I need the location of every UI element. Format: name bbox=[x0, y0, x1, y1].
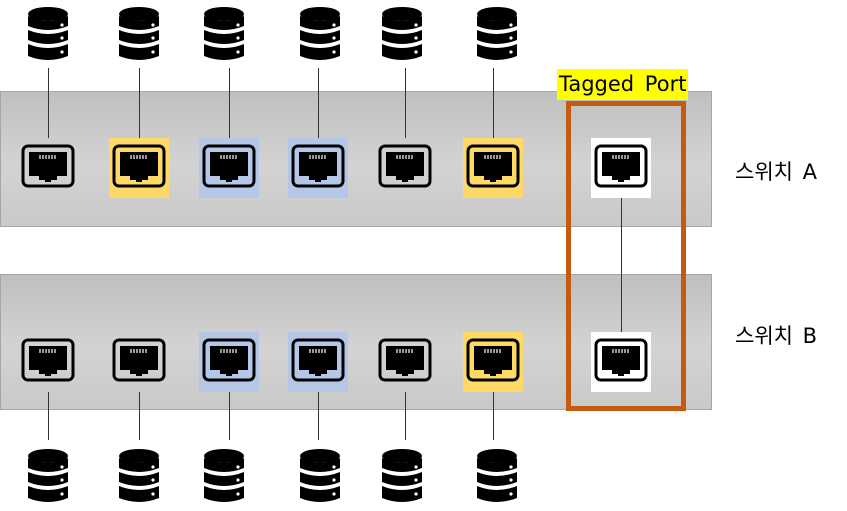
switch-b-port-1[interactable] bbox=[18, 332, 78, 392]
ethernet-port-icon bbox=[291, 144, 345, 192]
ethernet-port-icon bbox=[378, 338, 432, 386]
tagged-port-highlight-box bbox=[566, 101, 686, 411]
switch-a-port-2[interactable] bbox=[109, 138, 169, 198]
switch-b-port-4[interactable] bbox=[288, 332, 348, 392]
database-server-icon bbox=[118, 6, 160, 64]
ethernet-port-icon bbox=[112, 338, 166, 386]
database-server-icon bbox=[299, 448, 341, 506]
database-server-icon bbox=[381, 448, 423, 506]
switch-b-label: 스위치 B bbox=[735, 324, 818, 348]
ethernet-port-icon bbox=[112, 144, 166, 192]
trunk-link-line bbox=[621, 198, 622, 332]
switch-b-port-5[interactable] bbox=[375, 332, 435, 392]
switch-b-port-2[interactable] bbox=[109, 332, 169, 392]
database-server-icon bbox=[203, 448, 245, 506]
ethernet-port-icon bbox=[466, 338, 520, 386]
switch-a-label: 스위치 A bbox=[735, 160, 818, 184]
switch-b-port-6[interactable] bbox=[463, 332, 523, 392]
ethernet-port-icon bbox=[378, 144, 432, 192]
database-server-icon bbox=[27, 448, 69, 506]
database-server-icon bbox=[118, 448, 160, 506]
database-server-icon bbox=[381, 6, 423, 64]
database-server-icon bbox=[27, 6, 69, 64]
cable-line bbox=[139, 392, 140, 440]
cable-line bbox=[318, 68, 319, 138]
switch-b-port-3[interactable] bbox=[199, 332, 259, 392]
cable-line bbox=[405, 68, 406, 138]
switch-b-tagged-port[interactable] bbox=[591, 332, 651, 392]
cable-line bbox=[229, 392, 230, 440]
switch-a-port-4[interactable] bbox=[288, 138, 348, 198]
cable-line bbox=[318, 392, 319, 440]
database-server-icon bbox=[476, 6, 518, 64]
database-server-icon bbox=[203, 6, 245, 64]
cable-line bbox=[48, 392, 49, 440]
tagged-port-label: Tagged Port bbox=[557, 69, 689, 100]
ethernet-port-icon bbox=[21, 144, 75, 192]
cable-line bbox=[493, 392, 494, 440]
switch-a-port-5[interactable] bbox=[375, 138, 435, 198]
database-server-icon bbox=[476, 448, 518, 506]
ethernet-port-icon bbox=[466, 144, 520, 192]
switch-a-port-1[interactable] bbox=[18, 138, 78, 198]
switch-a-port-6[interactable] bbox=[463, 138, 523, 198]
cable-line bbox=[229, 68, 230, 138]
switch-a-port-3[interactable] bbox=[199, 138, 259, 198]
ethernet-port-icon bbox=[291, 338, 345, 386]
ethernet-port-icon bbox=[21, 338, 75, 386]
ethernet-port-icon bbox=[202, 144, 256, 192]
cable-line bbox=[405, 392, 406, 440]
database-server-icon bbox=[299, 6, 341, 64]
switch-a-tagged-port[interactable] bbox=[591, 138, 651, 198]
cable-line bbox=[493, 68, 494, 138]
ethernet-port-icon bbox=[202, 338, 256, 386]
cable-line bbox=[139, 68, 140, 138]
cable-line bbox=[48, 68, 49, 138]
